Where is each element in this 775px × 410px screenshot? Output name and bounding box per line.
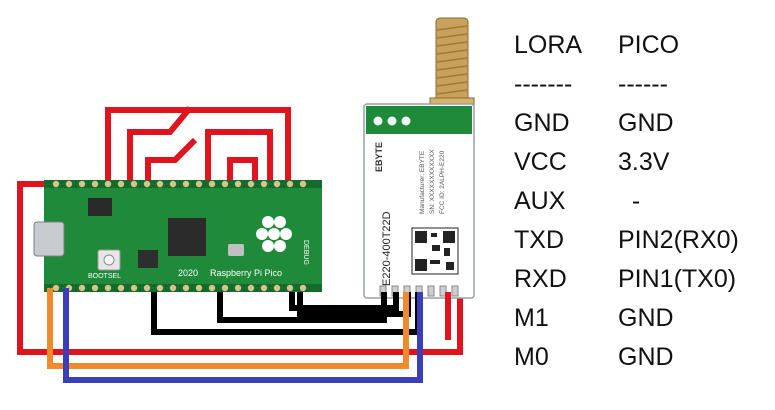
orange-wire (47, 288, 409, 369)
header-lora: LORA (514, 31, 583, 59)
flash-chip (138, 250, 158, 268)
lora-pin-label: GND (514, 109, 570, 137)
header-pico: PICO (618, 31, 680, 59)
lora-manufacturer: Manufacturer: EBYTE (419, 150, 426, 214)
usb-connector (33, 221, 65, 257)
lora-pin-label: VCC (514, 148, 567, 176)
pico-pin-label: 3.3V (618, 148, 670, 176)
pico-board: BOOTSEL 2020 Raspberry Pi Pico DEBUG (33, 180, 322, 292)
pico-pin-label: - (618, 187, 641, 215)
bootsel-button (97, 249, 121, 271)
lora-pin-label: RXD (514, 265, 567, 293)
regulator-chip (88, 198, 112, 216)
bootsel-label: BOOTSEL (88, 273, 121, 280)
pico-name: Raspberry Pi Pico (210, 268, 282, 278)
qr-code (411, 227, 459, 275)
pico-pin-label: PIN1(TX0) (618, 265, 737, 293)
separator-pico: ------ (618, 70, 668, 98)
red-wires (17, 106, 463, 355)
blue-wire (63, 288, 423, 383)
separator-lora: ------- (514, 70, 573, 98)
pico-year: 2020 (178, 268, 198, 278)
lora-pin-label: TXD (514, 226, 564, 254)
pico-pin-label: GND (618, 343, 674, 371)
pico-pin-label: PIN2(RX0) (618, 226, 739, 254)
debug-label: DEBUG (302, 240, 309, 265)
lora-pin-label: M0 (514, 343, 549, 371)
pico-pin-label: GND (618, 304, 674, 332)
lora-brand: EBYTE (374, 142, 384, 172)
lora-pins (379, 285, 459, 297)
pico-pin-label: GND (618, 109, 674, 137)
lora-pin-label: AUX (514, 187, 566, 215)
lora-module: EBYTE Manufacturer: EBYTE SN: XXXXXXXXXX… (363, 103, 475, 299)
lora-fcc: FCC ID: 2ALPH-E220 (439, 150, 446, 214)
lora-serial: SN: XXXXXXXXXXXX (429, 149, 436, 214)
rp2040-chip (168, 218, 206, 256)
lora-model: E220-400T22D (381, 211, 393, 286)
crystal (228, 244, 244, 256)
raspberry-logo-icon (256, 216, 292, 252)
lora-pin-label: M1 (514, 304, 549, 332)
